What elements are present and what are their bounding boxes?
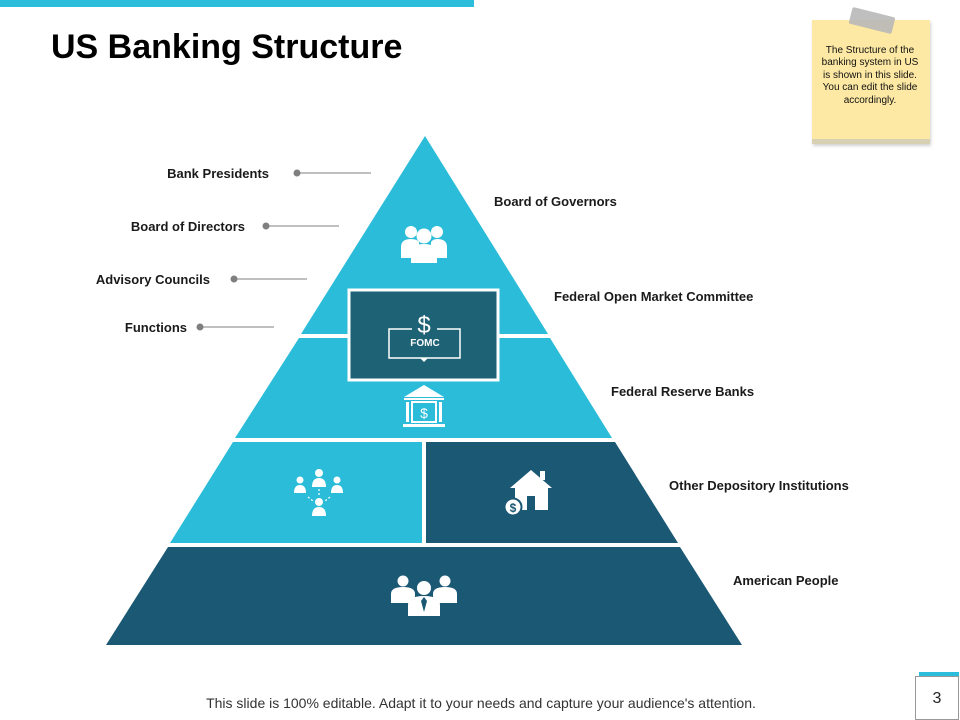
label-federal-reserve-banks: Federal Reserve Banks [611, 384, 755, 399]
label-american-people: American People [733, 573, 839, 588]
connector-dot-functions [196, 323, 204, 331]
fomc-box [347, 288, 500, 382]
sticky-note-text: The Structure of the banking system in U… [821, 45, 919, 106]
people-group-icon [401, 226, 447, 263]
label-fomc-full: Federal Open Market Committee [554, 289, 754, 304]
house-dollar-icon: $ [503, 470, 552, 517]
label-board-of-directors: Board of Directors [130, 219, 245, 234]
left-connectors [196, 169, 371, 331]
tier-depository-right [426, 442, 678, 543]
label-functions: Functions [124, 320, 187, 335]
label-other-depository-institutions: Other Depository Institutions [669, 478, 849, 493]
people-network-icon [294, 469, 343, 516]
label-bank-presidents: Bank Presidents [167, 166, 269, 181]
label-advisory-councils: Advisory Councils [95, 272, 210, 287]
page-number: 3 [932, 690, 942, 707]
label-board-of-governors: Board of Governors [494, 194, 617, 209]
page-title: US Banking Structure [51, 28, 403, 66]
business-people-icon [391, 575, 457, 616]
page-number-accent [919, 672, 959, 676]
bank-building-icon: $ [403, 385, 445, 427]
bank-dollar-sign: $ [420, 405, 428, 421]
connector-dot-advisory-councils [230, 275, 238, 283]
connector-dot-bank-presidents [293, 169, 301, 177]
sticky-note [812, 20, 930, 144]
house-dollar-sign: $ [510, 501, 517, 515]
footer-text: This slide is 100% editable. Adapt it to… [206, 695, 756, 711]
fomc-label: FOMC [410, 338, 440, 349]
connector-dot-board-of-directors [262, 222, 270, 230]
fomc-dollar-sign: $ [417, 312, 430, 339]
page-number-box [915, 676, 959, 720]
top-accent-bar [0, 0, 474, 7]
dollar-icon: $ [388, 312, 461, 362]
